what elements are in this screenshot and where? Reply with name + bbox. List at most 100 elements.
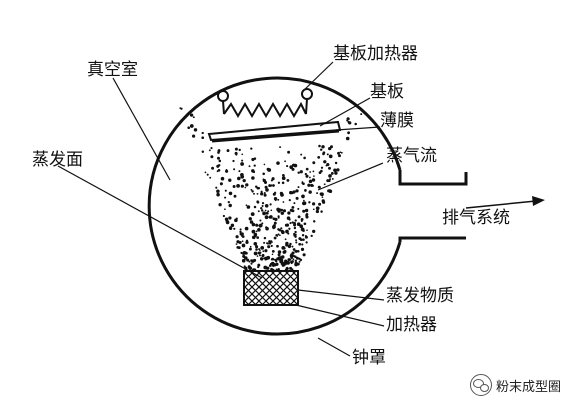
vapor-particle [315,206,320,211]
vapor-particle [252,259,255,262]
vapor-particle [284,238,287,241]
vapor-particle [328,146,332,151]
vapor-particle [318,202,322,206]
vapor-particle [302,253,306,257]
vapor-particle [285,229,289,234]
vapor-particle [233,168,236,171]
wechat-icon [470,374,492,396]
vapor-particle [304,172,307,176]
vapor-particle [256,200,260,204]
vapor-particle [288,218,291,221]
vapor-particle [248,165,251,168]
vapor-particle [201,150,205,154]
label-heater: 加热器 [386,315,437,335]
vapor-particle [241,185,244,188]
vapor-particle [224,196,227,199]
vapor-particle [258,251,262,254]
vapor-particle [281,230,285,235]
vapor-particle [280,193,284,197]
vapor-particle [277,216,280,219]
vapor-particle [300,247,305,251]
vapor-particle [258,248,261,251]
vapor-particle [294,235,297,238]
vapor-particle [234,147,238,151]
vapor-particle [310,234,313,238]
vapor-particle [217,151,220,154]
vapor-particle [312,170,315,173]
vapor-particle [239,228,242,231]
vapor-particle [240,174,245,179]
vapor-particle [282,201,285,203]
vapor-particle [255,248,258,251]
vapor-particle [313,175,315,177]
vapor-particle [201,131,204,135]
vapor-particle [241,240,244,243]
watermark-text: 粉末成型圈 [496,379,562,395]
vapor-stream [179,107,363,272]
vapor-particle [276,234,279,237]
vapor-particle [272,184,275,187]
vapor-particle [273,197,278,201]
vapor-particle [209,176,212,179]
label-vacuum-chamber: 真空室 [87,60,138,80]
vapor-particle [281,246,286,250]
vapor-particle [253,164,256,167]
vapor-particle [354,122,357,126]
exhaust-arrow [465,200,537,209]
vapor-particle [234,151,238,155]
vapor-particle [293,232,296,236]
vapor-particle [320,210,323,213]
vapor-particle [241,243,246,248]
vapor-particle [295,241,298,244]
vapor-particle [310,183,314,187]
vapor-particle [227,200,230,204]
vapor-particle [255,230,258,233]
vapor-particle [328,178,332,181]
vapor-particle [292,163,295,167]
vapor-particle [294,250,297,253]
vapor-particle [276,244,279,248]
vapor-particle [312,220,316,223]
vapor-particle [277,209,281,213]
vapor-particle [319,148,323,151]
vapor-particle [245,204,248,207]
vapor-particle [261,222,264,225]
vapor-particle [249,220,254,224]
vapor-particle [232,159,235,163]
vapor-particle [308,179,313,184]
vapor-particle [250,188,253,191]
vapor-particle [289,190,293,195]
vapor-particle [311,202,316,206]
vapor-particle [291,167,295,171]
vapor-particle [297,207,300,210]
vapor-particle [276,257,280,261]
vapor-particle [260,209,264,212]
vapor-particle [253,232,258,237]
vapor-particle [282,209,287,213]
label-evaporation-material: 蒸发物质 [386,286,454,306]
vapor-particle [285,241,289,246]
vapor-particle [277,198,280,201]
vapor-particle [290,256,293,259]
vapor-particle [228,216,232,220]
vapor-particle [273,236,277,240]
vapor-particle [300,217,304,221]
vapor-particle [254,185,258,188]
vapor-particle [274,264,277,267]
vapor-particle [238,240,242,245]
vapor-particle [253,241,258,246]
vapor-particle [263,236,267,240]
vapor-particle [277,228,280,231]
label-evaporation-surface: 蒸发面 [32,150,83,170]
substrate-heater [217,88,313,118]
vapor-particle [248,217,252,221]
vapor-particle [263,193,267,197]
vapor-particle [293,223,297,227]
vapor-particle [204,171,207,174]
vapor-particle [317,185,321,189]
vapor-particle [192,116,195,119]
vapor-particle [265,226,268,229]
vapor-particle [208,149,211,152]
vapor-particle [225,169,228,171]
vapor-particle [303,199,305,202]
